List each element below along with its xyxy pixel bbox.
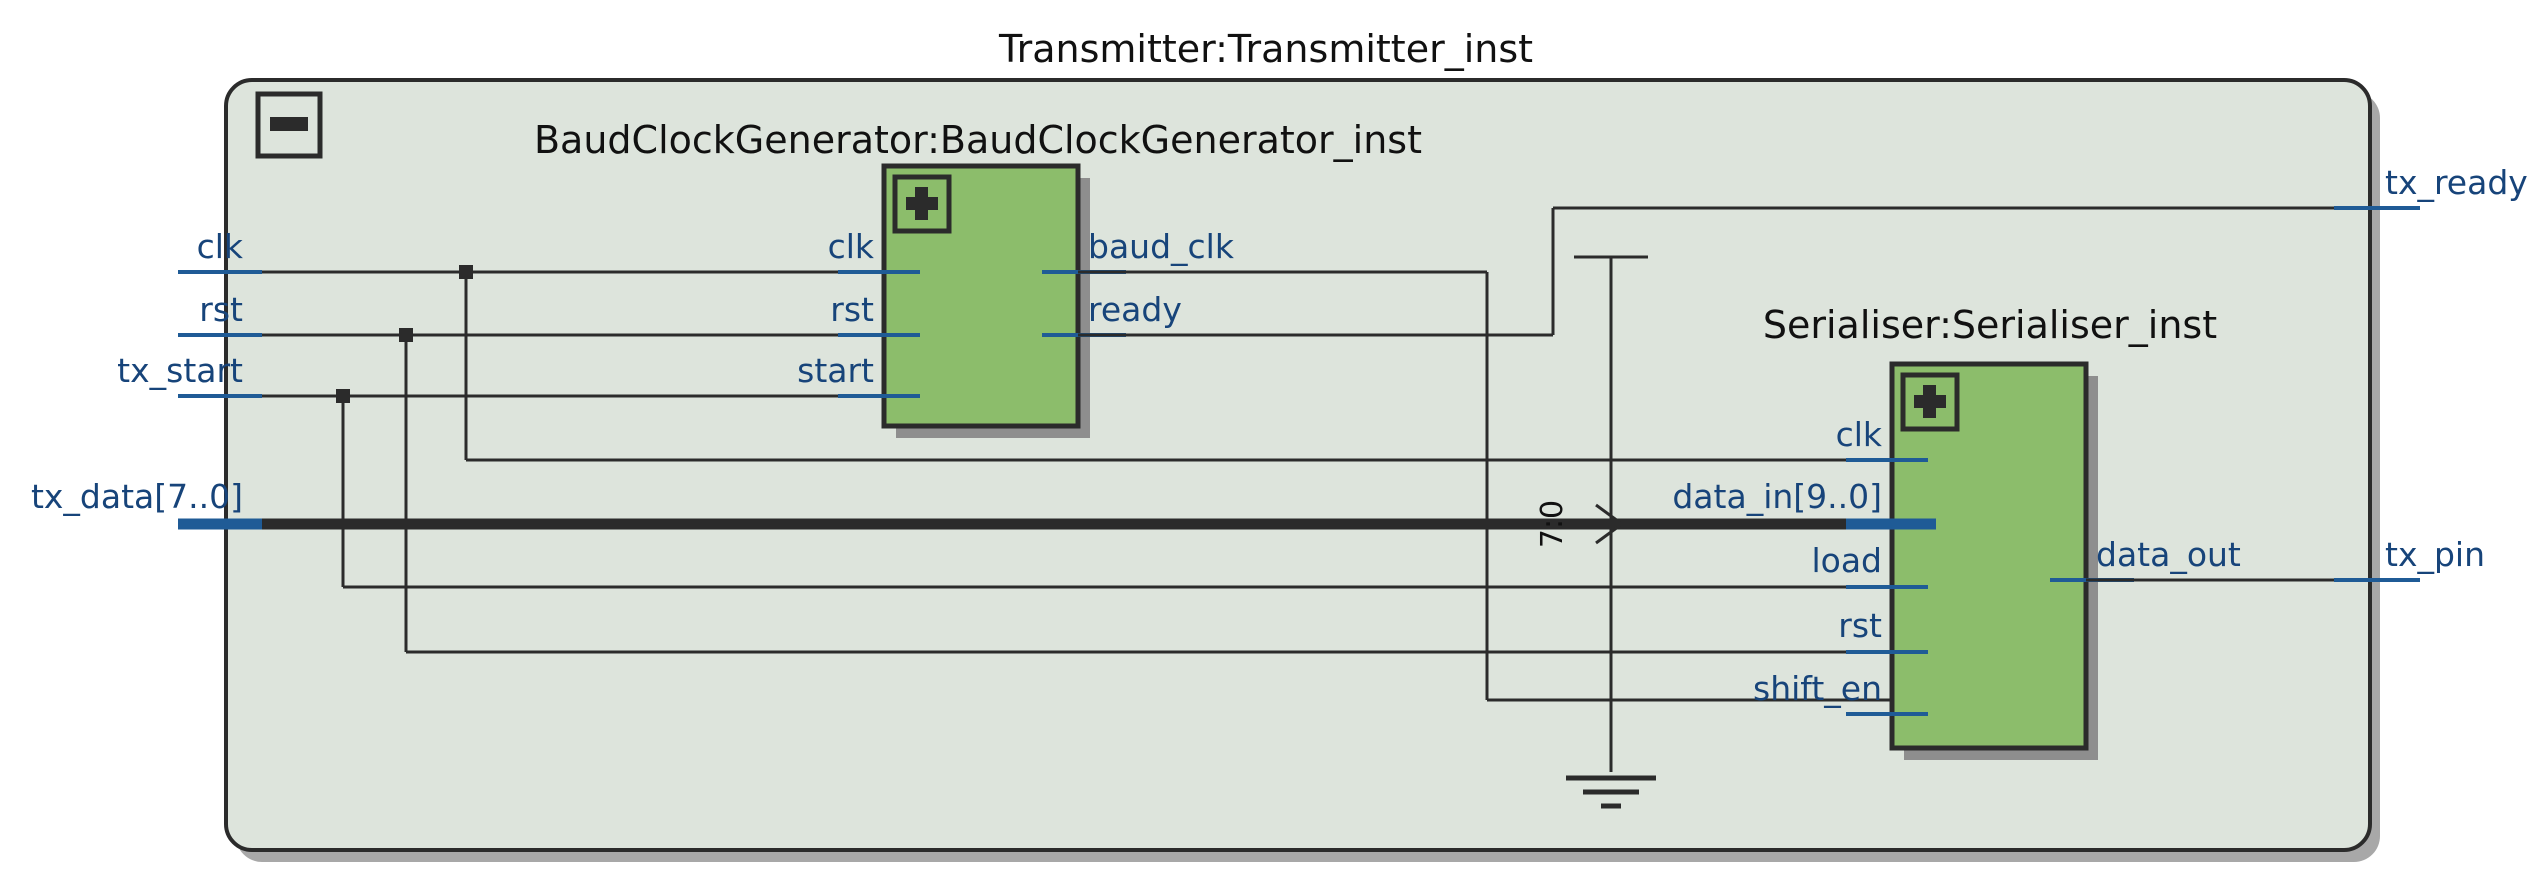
port-label-ser-shift-en: shift_en [1753, 669, 1882, 708]
instance-expand-control-baudclockgenerator[interactable] [892, 174, 952, 234]
plus-icon-v [1923, 385, 1936, 418]
minus-icon [270, 117, 308, 131]
net-tx-data-bus: 7:0 [262, 500, 1916, 548]
port-label-ser-data-out: data_out [2096, 535, 2241, 574]
port-label-bcg-clk: clk [828, 227, 875, 266]
port-label-ser-clk: clk [1836, 415, 1883, 454]
instance-expand-control-serialiser[interactable] [1900, 372, 1960, 432]
net-ready [1078, 206, 2334, 337]
top-input-label-clk: clk [197, 227, 244, 266]
instance-title-baudclockgenerator: BaudClockGenerator:BaudClockGenerator_in… [534, 118, 1422, 162]
plus-icon-box [892, 174, 952, 234]
bus-tap-arrow [1595, 503, 1625, 545]
plus-icon-box [1900, 372, 1960, 432]
minus-icon-box [255, 91, 323, 159]
top-block-title: Transmitter:Transmitter_inst [998, 27, 1533, 71]
top-input-label-tx-start: tx_start [117, 351, 243, 390]
port-label-bcg-rst: rst [830, 290, 874, 329]
junction-dot-tx-start [336, 389, 350, 403]
top-output-label-tx-pin: tx_pin [2385, 535, 2485, 574]
top-block-collapse-control[interactable] [255, 91, 323, 159]
plus-icon-v [915, 187, 928, 220]
instance-body-serialiser [1889, 361, 2089, 751]
net-clk [262, 265, 1916, 462]
port-label-ser-data-in: data_in[9..0] [1672, 477, 1882, 516]
port-label-bcg-ready: ready [1088, 290, 1182, 329]
junction-dot-rst [399, 328, 413, 342]
instance-baudclockgenerator[interactable] [881, 163, 1090, 438]
top-output-label-tx-ready: tx_ready [2385, 163, 2528, 202]
port-label-bcg-start: start [797, 351, 874, 390]
net-rst [262, 328, 1916, 654]
instance-title-serialiser: Serialiser:Serialiser_inst [1763, 303, 2217, 347]
net-tx-start [262, 389, 1916, 589]
port-label-bcg-baud-clk: baud_clk [1088, 227, 1235, 266]
net-ground-tie [1566, 255, 1656, 809]
junction-dot-clk [459, 265, 473, 279]
instance-serialiser[interactable] [1889, 361, 2098, 760]
net-baud-clk [1078, 270, 1916, 702]
top-input-label-rst: rst [199, 290, 243, 329]
top-input-label-tx-data: tx_data[7..0] [31, 477, 243, 516]
port-label-ser-load: load [1811, 541, 1882, 580]
port-label-ser-rst: rst [1838, 606, 1882, 645]
bus-tap-label: 7:0 [1535, 500, 1570, 548]
